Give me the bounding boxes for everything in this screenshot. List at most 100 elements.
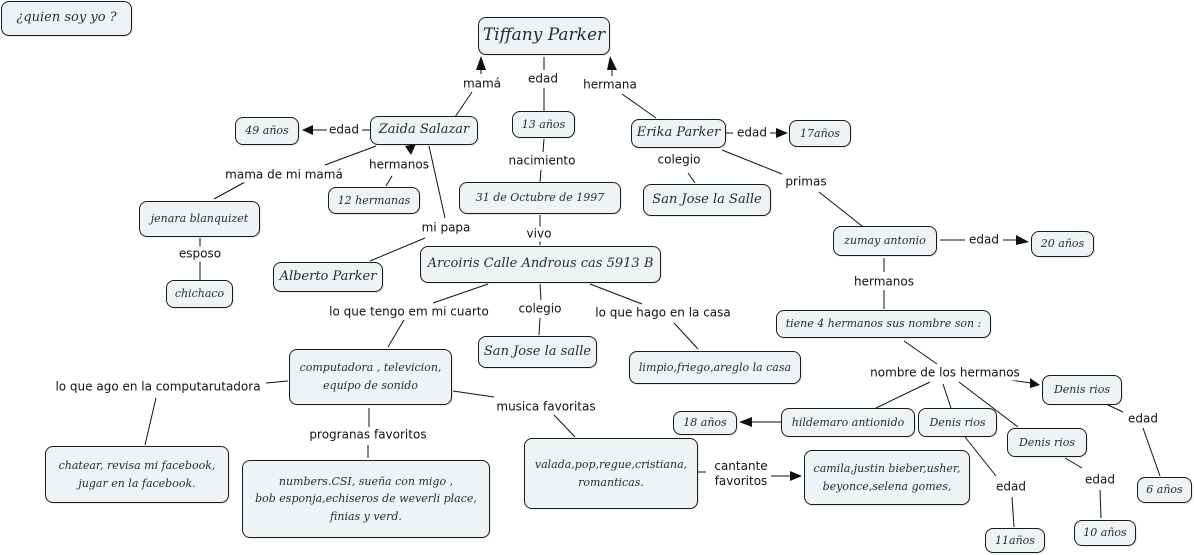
arrowhead: [405, 144, 416, 155]
node-age-20[interactable]: 20 años: [1031, 231, 1094, 257]
link-label-esposo: esposo: [176, 246, 224, 262]
connector: [958, 381, 1019, 428]
node-cuarto-items[interactable]: computadora , televicion, equipo de soni…: [289, 349, 452, 405]
node-san-jose-la-salle-erika[interactable]: San Jose la Salle: [643, 184, 771, 216]
node-age-13[interactable]: 13 años: [512, 111, 575, 138]
connector: [387, 319, 405, 348]
arrowhead: [607, 56, 617, 70]
link-label-edad-denis1: edad: [1126, 411, 1160, 427]
connector: [324, 145, 377, 166]
link-label-cantante-favoritos: cantante favoritos: [712, 459, 770, 489]
arrowhead: [1030, 378, 1040, 388]
link-label-edad-tiffany: edad: [526, 71, 560, 87]
node-age-11[interactable]: 11años: [985, 528, 1045, 553]
link-label-nacimiento: nacimiento: [506, 153, 578, 169]
node-birth-date[interactable]: 31 de Octubre de 1997: [459, 182, 621, 214]
node-age-17[interactable]: 17años: [789, 120, 851, 147]
link-label-musica-favoritas: musica favoritas: [494, 399, 598, 415]
connector: [452, 390, 495, 398]
connector: [942, 383, 952, 409]
node-tiffany-parker[interactable]: Tiffany Parker: [478, 17, 610, 55]
link-label-edad-zaida: edad: [327, 122, 361, 138]
node-12-hermanas[interactable]: 12 hermanas: [328, 187, 420, 214]
link-label-edad-denis2: edad: [994, 479, 1028, 495]
link-label-vivo: vivo: [524, 226, 554, 242]
connector: [454, 91, 473, 118]
connector: [721, 149, 783, 175]
connector: [875, 381, 931, 409]
connector: [542, 138, 545, 153]
link-label-edad-zumay: edad: [967, 232, 1001, 248]
connector: [539, 283, 542, 301]
arrowhead: [739, 417, 752, 427]
connector: [432, 283, 489, 304]
connector: [1009, 379, 1032, 384]
link-label-lo-que-hago: lo que hago en la casa: [593, 305, 733, 321]
connector: [673, 322, 699, 350]
arrowhead: [302, 125, 313, 135]
node-musica-favoritas[interactable]: valada,pop,regue,cristiana, romanticas.: [524, 438, 698, 509]
node-denis-rios-1[interactable]: Denis rios: [1042, 375, 1122, 405]
connector: [538, 317, 541, 336]
node-erika-parker[interactable]: Erika Parker: [631, 119, 726, 148]
link-label-lo-que-ago: lo que ago en la computarutadora: [53, 379, 263, 395]
link-label-hermanos-zaida: hermanos: [367, 157, 431, 173]
node-programas-favoritos[interactable]: numbers.CSI, sueña con migo , bob esponj…: [242, 460, 490, 538]
connector: [1107, 404, 1124, 413]
connector: [964, 436, 997, 477]
node-chichaco[interactable]: chichaco: [166, 280, 233, 308]
node-san-jose-la-salle[interactable]: San Jose la salle: [478, 336, 597, 368]
connector: [903, 340, 938, 365]
node-address[interactable]: Arcoiris Calle Androus cas 5913 B: [420, 246, 661, 283]
link-label-hermana: hermana: [581, 77, 639, 93]
node-zumay-antonio[interactable]: zumay antonio: [833, 226, 937, 256]
node-chatear-facebook[interactable]: chatear, revisa mi facebook, jugar en la…: [45, 446, 229, 503]
node-age-10[interactable]: 10 años: [1074, 520, 1136, 546]
link-label-colegio: colegio: [516, 301, 564, 317]
connector: [213, 181, 246, 200]
connector: [553, 414, 576, 438]
node-alberto-parker[interactable]: Alberto Parker: [273, 262, 383, 292]
connector: [1011, 496, 1015, 528]
connector: [428, 145, 446, 219]
link-label-lo-que-tengo: lo que tengo em mi cuarto: [327, 304, 491, 320]
link-label-mi-papa: mi papa: [419, 220, 473, 236]
connector: [687, 172, 696, 184]
node-age-49[interactable]: 49 años: [235, 117, 299, 145]
node-zaida-salazar[interactable]: Zaida Salazar: [370, 116, 478, 145]
arrowhead: [790, 471, 802, 481]
arrowhead: [476, 56, 486, 70]
connector: [1064, 457, 1083, 469]
node-age-18[interactable]: 18 años: [673, 411, 737, 435]
connector: [818, 191, 863, 227]
connector: [589, 283, 643, 305]
link-label-edad-denis3: edad: [1083, 472, 1117, 488]
node-cantantes[interactable]: camila,justin bieber,usher, beyonce,sele…: [804, 450, 970, 505]
connector: [144, 397, 157, 446]
connector: [369, 237, 426, 262]
connector: [621, 93, 657, 119]
node-tiene-4-hermanos[interactable]: tiene 4 hermanos sus nombre son :: [776, 310, 991, 338]
arrowhead: [776, 128, 788, 138]
connector: [265, 380, 289, 384]
title-node[interactable]: ¿quien soy yo ?: [1, 1, 132, 36]
connector: [1099, 489, 1102, 519]
link-label-mama: mamá: [460, 76, 504, 92]
node-denis-rios-3[interactable]: Denis rios: [1007, 428, 1087, 457]
connector: [1142, 427, 1161, 477]
connector: [385, 175, 393, 187]
link-label-programas-favoritos: progranas favoritos: [307, 427, 429, 443]
node-jenara-blanquizet[interactable]: jenara blanquizet: [139, 201, 260, 237]
node-hildemaro-antionido[interactable]: hildemaro antionido: [781, 408, 915, 437]
link-label-hermanos-zumay: hermanos: [852, 274, 916, 290]
link-label-primas: primas: [783, 174, 829, 190]
link-label-mama-de-mi-mama: mama de mi mamá: [223, 167, 345, 183]
link-label-edad-erika: edad: [735, 125, 769, 141]
node-limpio-friego[interactable]: limpio,friego,areglo la casa: [629, 351, 801, 384]
arrowhead: [1016, 235, 1029, 245]
link-label-nombre-hermanos: nombre de los hermanos: [868, 365, 1022, 381]
connector: [539, 169, 542, 183]
node-denis-rios-2[interactable]: Denis rios: [918, 408, 997, 437]
node-age-6[interactable]: 6 años: [1137, 477, 1192, 503]
